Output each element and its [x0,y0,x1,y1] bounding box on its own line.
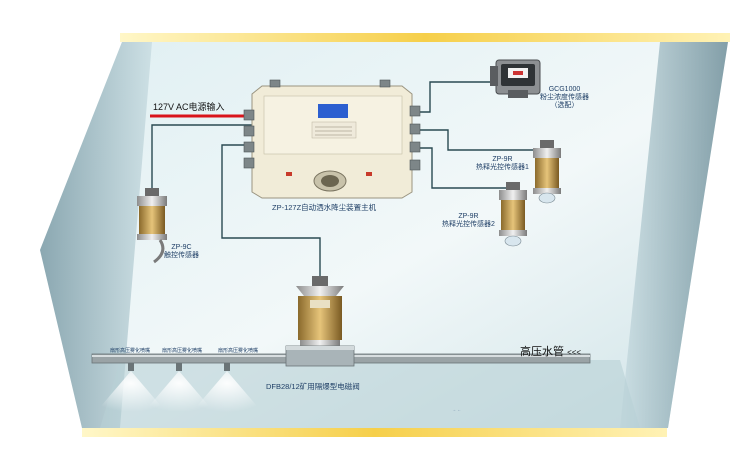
nozzle-label-1: 扇形高压雾化喷嘴 [110,348,151,354]
frame-top-bar [120,33,730,42]
heat-sensor-1-model: ZP-9R [492,156,513,163]
cables [151,81,540,280]
dust-sensor-note: （选配） [550,102,579,109]
heat-sensor-2-label: ZP-9R 热释光控传感器2 [442,213,495,229]
power-input-label: 127V AC电源输入 [153,102,225,112]
dust-sensor-device [490,59,541,98]
dust-sensor-label: GCG1000 粉尘浓度传感器 （选配） [540,86,589,110]
heat-sensor-2-model: ZP-9R [458,213,479,220]
dust-sensor-model: GCG1000 [548,86,581,93]
pipe-label: 高压水管 <<< [520,343,581,359]
cable-heat-sensor-2 [412,147,508,189]
footer-note: → ← [452,407,462,412]
nozzle-label-2: 扇形高压雾化喷嘴 [162,348,203,354]
heat-sensor-1-label: ZP-9R 热释光控传感器1 [476,156,529,172]
pipe-label-text: 高压水管 [520,346,564,358]
touch-sensor-label: ZP-9C 触控传感器 [164,244,199,260]
background-panel [40,42,728,428]
main-unit-display [318,104,348,118]
heat-sensor-2-name: 热释光控传感器2 [442,221,495,228]
tunnel-right-wall [620,42,728,428]
main-unit-label: ZP-127Z自动洒水降尘装置主机 [272,203,377,212]
touch-sensor-device [137,188,167,264]
touch-sensor-name: 触控传感器 [164,252,199,259]
cable-dust-sensor [412,81,492,113]
heat-sensor-1-name: 热释光控传感器1 [476,164,529,171]
cable-touch-sensor [151,124,252,190]
solenoid-valve-device [285,276,355,367]
main-unit-box [243,79,421,199]
valve-label: DFB28/12矿用隔爆型电磁阀 [266,382,360,391]
dust-sensor-name: 粉尘浓度传感器 [540,94,589,101]
heat-sensor-1-device [533,140,561,204]
nozzles [96,363,262,412]
cable-valve [221,144,321,280]
pipe-flow-arrows: <<< [567,348,582,357]
heat-sensor-2-device [499,182,527,247]
cable-heat-sensor-1 [412,129,540,151]
nozzle-label-3: 扇形高压雾化喷嘴 [218,348,259,354]
frame-bottom-bar [82,428,667,437]
tunnel-left-wall [40,42,152,428]
touch-sensor-model: ZP-9C [171,244,192,251]
